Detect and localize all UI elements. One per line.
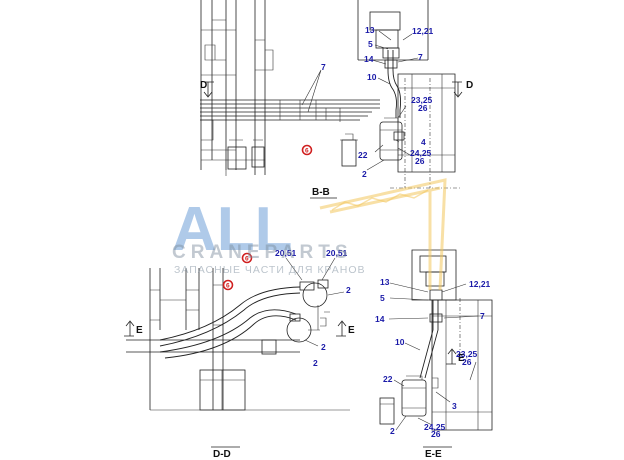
- callout-22: 22: [383, 374, 393, 384]
- callout-4: 4: [421, 137, 426, 147]
- svg-text:6: 6: [245, 256, 249, 263]
- watermark-line: CRANEPARTS: [172, 242, 353, 263]
- section-marker-d-right: D: [466, 80, 473, 91]
- callout-20-51-b: 20,51: [326, 248, 348, 258]
- callout-2: 2: [362, 169, 367, 179]
- callout-2-b: 2: [321, 342, 326, 352]
- callout-23-25: 23,25: [456, 349, 478, 359]
- callout-3: 3: [452, 401, 457, 411]
- view-dd: E E 20,51 20,51 2 2 2 6 6 D-D: [124, 248, 355, 460]
- pump-upper: [302, 282, 328, 308]
- callout-5: 5: [368, 39, 373, 49]
- section-title-ee: E-E: [425, 449, 442, 460]
- callout-20-51-a: 20,51: [275, 248, 297, 258]
- callout-2-c: 2: [313, 358, 318, 368]
- callout-7: 7: [418, 52, 423, 62]
- callout-23-25: 23,25: [411, 95, 433, 105]
- callout-2-a: 2: [346, 285, 351, 295]
- callout-14: 14: [375, 314, 385, 324]
- red-marker: [241, 252, 253, 264]
- watermark: ALL CRANEPARTS ЗАПАСНЫЕ ЧАСТИ ДЛЯ КРАНОВ: [172, 178, 447, 291]
- callout-24-25: 24,25: [424, 422, 446, 432]
- section-marker-e-mid: E: [348, 325, 355, 336]
- callout-24-25: 24,25: [410, 148, 432, 158]
- callout-14: 14: [364, 54, 374, 64]
- red-marker: [222, 279, 234, 291]
- section-title-bb: B-B: [312, 187, 330, 198]
- callout-10: 10: [367, 72, 377, 82]
- callout-26b: 26: [431, 429, 441, 439]
- callout-12-21: 12,21: [469, 279, 491, 289]
- section-marker-e-right: E: [458, 353, 465, 364]
- section-title-dd: D-D: [213, 449, 231, 460]
- callout-22: 22: [358, 150, 368, 160]
- callout-2: 2: [390, 426, 395, 436]
- callout-13: 13: [380, 277, 390, 287]
- pump-lower: [286, 317, 312, 343]
- callout-13: 13: [365, 25, 375, 35]
- callout-5: 5: [380, 293, 385, 303]
- callout-26: 26: [418, 103, 428, 113]
- view-bb: D D 13 12,21 5 14 7 7 10 23,25 26 4 22 2…: [200, 0, 473, 199]
- crane-logo-icon: [319, 178, 447, 291]
- svg-text:6: 6: [305, 148, 309, 155]
- view-ee: E 13 12,21 5 14 7 10 23,25 26 22 3 24,25…: [375, 249, 493, 460]
- watermark-tagline: ЗАПАСНЫЕ ЧАСТИ ДЛЯ КРАНОВ: [174, 264, 366, 276]
- callout-26: 26: [462, 357, 472, 367]
- section-marker-d-left: D: [200, 80, 207, 91]
- callout-26b: 26: [415, 156, 425, 166]
- callout-7-pipes: 7: [321, 62, 326, 72]
- callout-10: 10: [395, 337, 405, 347]
- svg-text:6: 6: [226, 283, 230, 290]
- callout-12-21: 12,21: [412, 26, 434, 36]
- section-marker-e-left: E: [136, 325, 143, 336]
- watermark-brand: ALL: [172, 195, 293, 264]
- callout-7: 7: [480, 311, 485, 321]
- red-marker: [301, 144, 313, 156]
